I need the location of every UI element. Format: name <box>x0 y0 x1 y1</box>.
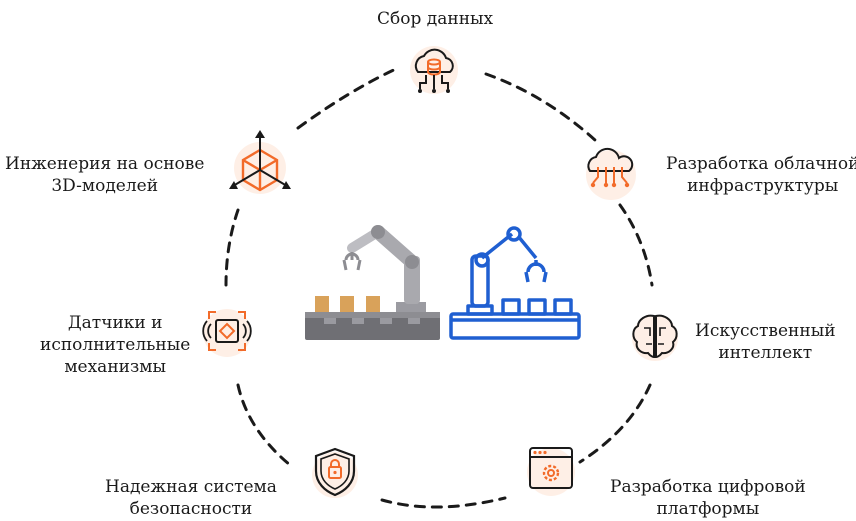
browser-gear-icon <box>524 442 578 502</box>
blue-robot-arm-icon <box>448 222 583 348</box>
label-security: Надежная система безопасности <box>105 477 277 519</box>
label-sensors: Датчики и исполнительные механизмы <box>40 313 191 377</box>
shield-lock-icon <box>310 445 360 505</box>
ring-arc-left-lower <box>236 383 292 467</box>
3d-cube-icon <box>225 128 295 204</box>
ring-arc-top-left <box>296 66 400 130</box>
label-data-collection: Сбор данных <box>377 9 494 29</box>
ring-arc-right-lower <box>578 383 652 464</box>
label-digital-platform: Разработка цифровой платформы <box>610 477 806 519</box>
cloud-network-icon <box>582 145 640 205</box>
sensor-chip-icon <box>199 302 255 364</box>
label-ai: Искусственный интеллект <box>695 321 836 363</box>
ring-arc-top-right <box>484 72 597 142</box>
brain-circuit-icon <box>630 308 680 368</box>
label-3d-engineering: Инженерия на основе 3D-моделей <box>5 154 205 196</box>
ring-arc-left-upper <box>224 208 240 287</box>
label-cloud-infrastructure: Разработка облачной инфраструктуры <box>666 154 856 196</box>
gray-robot-arm-icon <box>300 222 445 348</box>
ring-arc-right-upper <box>618 203 654 287</box>
ring-arc-bottom <box>380 496 507 509</box>
cloud-database-icon <box>408 42 460 108</box>
